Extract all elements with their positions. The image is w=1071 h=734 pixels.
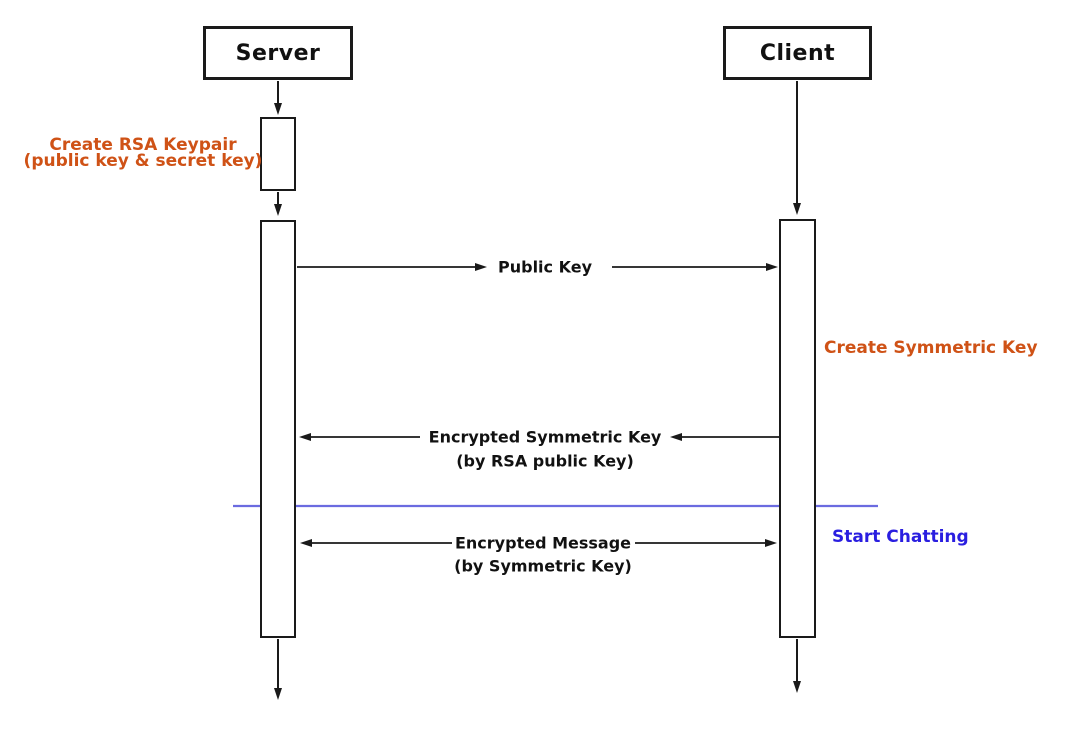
message-encrypted-symmetric-key-sublabel: (by RSA public Key)	[456, 451, 634, 471]
message-encrypted-symmetric-key-label: Encrypted Symmetric Key	[428, 427, 662, 447]
actor-server-label: Server	[235, 40, 321, 66]
message-public-key-label: Public Key	[498, 257, 592, 277]
server-activation-main	[260, 220, 296, 638]
note-create-rsa-keypair-line1: Create RSA Keypair	[49, 135, 237, 155]
note-create-rsa-keypair: Create RSA Keypair (public key & secret …	[23, 135, 263, 171]
actor-client-label: Client	[759, 40, 836, 66]
server-activation-rsa-keypair	[260, 117, 296, 191]
message-encrypted-message-label: Encrypted Message	[454, 533, 632, 553]
actor-client-box: Client	[723, 26, 872, 80]
note-create-symmetric-key: Create Symmetric Key	[824, 338, 1038, 358]
client-activation-main	[779, 219, 816, 638]
actor-server-box: Server	[203, 26, 353, 80]
note-create-rsa-keypair-line2: (public key & secret key)	[23, 151, 263, 171]
start-chatting-label: Start Chatting	[832, 527, 969, 547]
message-encrypted-message-sublabel: (by Symmetric Key)	[454, 556, 632, 576]
